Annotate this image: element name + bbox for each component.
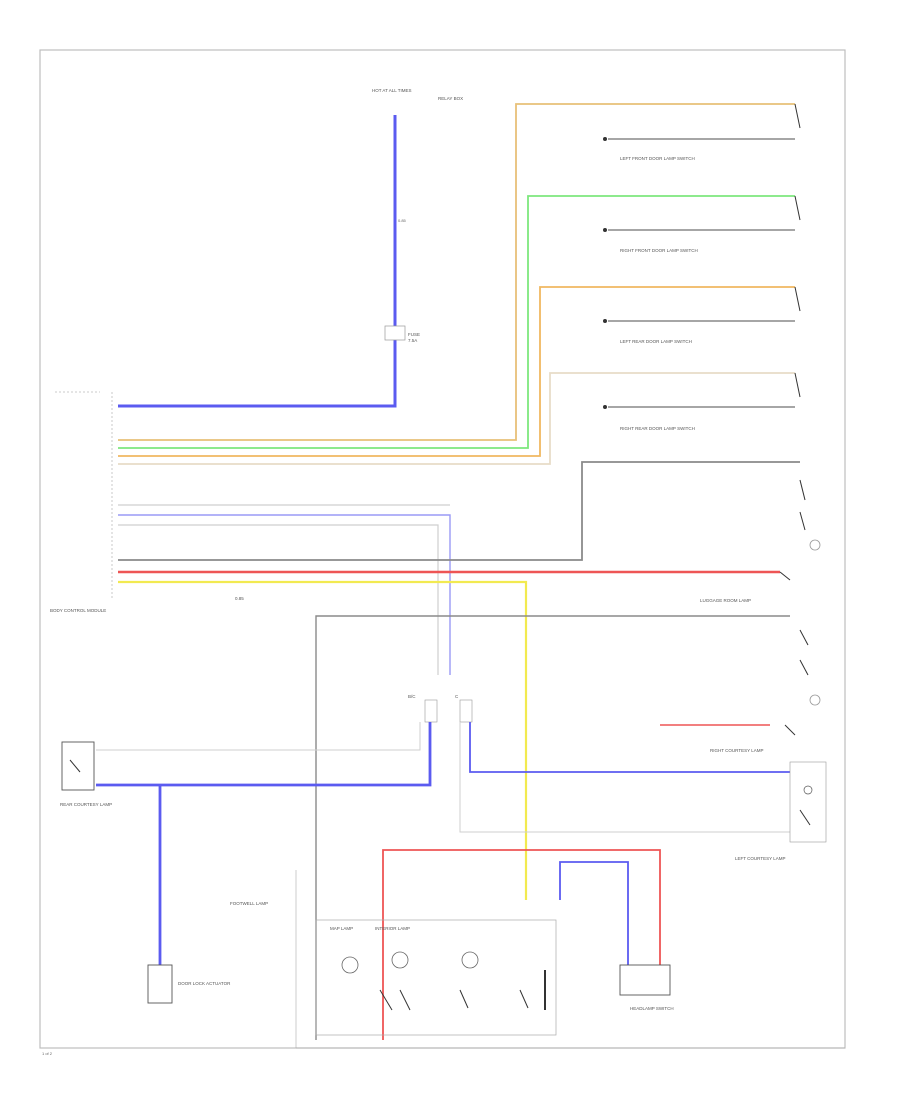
luggage-room-switches — [779, 479, 821, 581]
right-front-door-switch: RIGHT FRONT DOOR LAMP SWITCH — [603, 195, 801, 253]
middle-wire-bundle: 0.85 — [118, 461, 800, 900]
svg-text:HEADLAMP SWITCH: HEADLAMP SWITCH — [630, 1006, 674, 1011]
svg-text:RIGHT FRONT DOOR LAMP SWITCH: RIGHT FRONT DOOR LAMP SWITCH — [620, 248, 698, 253]
blue-wire-top: FUSE 7.5A HOT AT ALL TIMES RELAY BOX 0.8… — [118, 88, 463, 408]
bcm-label: BODY CONTROL MODULE — [50, 608, 106, 613]
fuse-amp-label: 7.5A — [408, 338, 417, 343]
svg-text:LUGGAGE ROOM LAMP: LUGGAGE ROOM LAMP — [700, 598, 751, 603]
svg-text:REAR COURTESY LAMP: REAR COURTESY LAMP — [60, 802, 112, 807]
gray-wire-lower: LUGGAGE ROOM LAMP — [315, 598, 821, 1040]
svg-text:DOOR LOCK ACTUATOR: DOOR LOCK ACTUATOR — [178, 981, 231, 986]
svg-text:B/C: B/C — [408, 694, 416, 699]
svg-text:LEFT FRONT DOOR LAMP SWITCH: LEFT FRONT DOOR LAMP SWITCH — [620, 156, 695, 161]
right-courtesy-switch: RIGHT COURTESY LAMP LEFT COURTESY LAMP — [710, 748, 827, 861]
fuse-label: FUSE — [408, 332, 420, 337]
svg-text:C: C — [455, 694, 459, 699]
door-switches: LEFT FRONT DOOR LAMP SWITCH RIGHT FRONT … — [603, 103, 801, 431]
door-lock-wire: DOOR LOCK ACTUATOR — [147, 785, 231, 1004]
svg-text:MAP LAMP: MAP LAMP — [330, 926, 353, 931]
relay-box-label: RELAY BOX — [438, 96, 463, 101]
door-switch-wires — [118, 103, 795, 465]
svg-text:LEFT REAR DOOR LAMP SWITCH: LEFT REAR DOOR LAMP SWITCH — [620, 339, 692, 344]
center-connectors: B/C C — [96, 694, 790, 833]
right-rear-door-switch: RIGHT REAR DOOR LAMP SWITCH — [603, 372, 801, 431]
left-front-door-switch: LEFT FRONT DOOR LAMP SWITCH — [603, 103, 801, 161]
hot-label: HOT AT ALL TIMES — [372, 88, 412, 93]
svg-text:RIGHT REAR DOOR LAMP SWITCH: RIGHT REAR DOOR LAMP SWITCH — [620, 426, 695, 431]
left-rear-door-switch: LEFT REAR DOOR LAMP SWITCH — [603, 286, 801, 344]
rear-courtesy-lamp: REAR COURTESY LAMP — [60, 741, 112, 807]
headlamp-wires: HEADLAMP SWITCH — [382, 849, 674, 1040]
svg-text:FOOTWELL LAMP: FOOTWELL LAMP — [230, 901, 268, 906]
svg-text:0.85: 0.85 — [235, 596, 244, 601]
svg-text:INTERIOR LAMP: INTERIOR LAMP — [375, 926, 410, 931]
svg-text:RIGHT COURTESY LAMP: RIGHT COURTESY LAMP — [710, 748, 764, 753]
page-number: 1 of 2 — [42, 1051, 53, 1056]
svg-text:LEFT COURTESY LAMP: LEFT COURTESY LAMP — [735, 856, 786, 861]
body-control-module: BODY CONTROL MODULE — [50, 391, 113, 613]
wire-size-label: 0.85 — [398, 218, 407, 223]
bottom-switch-cluster: MAP LAMP INTERIOR LAMP FOOTWELL LAMP — [230, 870, 845, 1049]
